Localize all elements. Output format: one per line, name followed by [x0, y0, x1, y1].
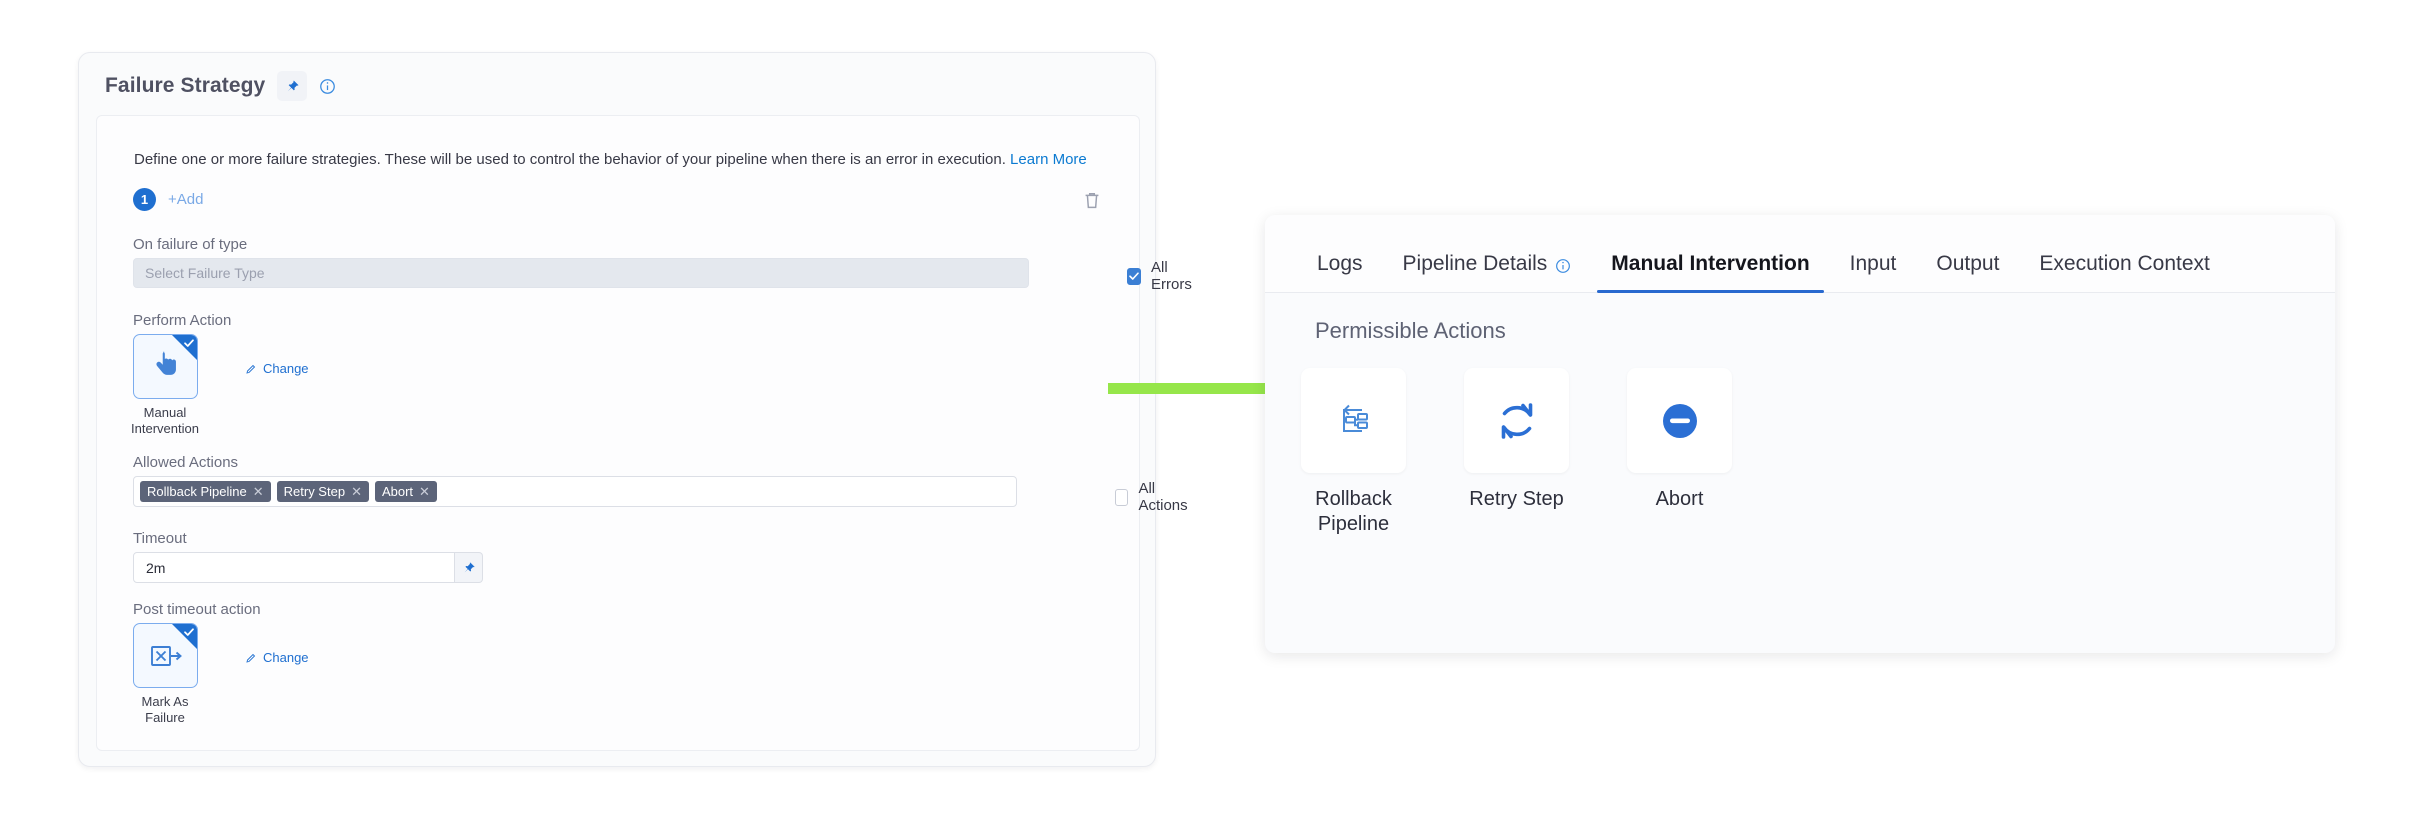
- rollback-pipeline-icon: [1342, 404, 1368, 432]
- learn-more-link[interactable]: Learn More: [1010, 151, 1087, 168]
- allowed-actions-label: Allowed Actions: [133, 454, 239, 471]
- tab-output[interactable]: Output: [1916, 252, 2019, 292]
- change-post-label: Change: [263, 650, 309, 665]
- add-strategy-row: 1 +Add: [133, 188, 203, 211]
- timeout-label: Timeout: [133, 530, 187, 547]
- card-header: Failure Strategy: [79, 53, 1155, 115]
- change-perform-action-button[interactable]: Change: [245, 361, 309, 376]
- action-icon-box[interactable]: [1627, 368, 1732, 473]
- add-strategy-button[interactable]: +Add: [168, 191, 204, 208]
- selected-corner: [172, 335, 197, 360]
- action-label: Abort: [1655, 488, 1704, 510]
- allowed-actions-input[interactable]: Rollback Pipeline ✕ Retry Step ✕ Abort ✕: [133, 476, 1017, 507]
- execution-details-card: Logs Pipeline Details Manual Interventio…: [1265, 215, 2335, 653]
- timeout-input[interactable]: 2m: [133, 552, 455, 583]
- action-retry-step[interactable]: Retry Step: [1464, 368, 1569, 537]
- tab-label: Manual Intervention: [1611, 252, 1810, 275]
- action-icon-box[interactable]: [1464, 368, 1569, 473]
- all-errors-checkbox[interactable]: [1127, 267, 1141, 285]
- timeout-field[interactable]: 2m: [133, 552, 483, 583]
- mark-as-failure-icon: [150, 645, 182, 666]
- chip-label: Retry Step: [283, 484, 346, 499]
- chip-remove-icon[interactable]: ✕: [419, 484, 430, 499]
- all-actions-checkbox-row[interactable]: All Actions: [1115, 480, 1191, 514]
- timeout-value: 2m: [146, 559, 166, 576]
- tab-bar: Logs Pipeline Details Manual Interventio…: [1265, 215, 2335, 293]
- strategy-index-badge: 1: [133, 188, 156, 211]
- tab-label: Execution Context: [2039, 252, 2210, 275]
- failure-type-select[interactable]: Select Failure Type: [133, 258, 1029, 288]
- chip-label: Rollback Pipeline: [147, 484, 247, 499]
- permissible-actions-grid: Rollback Pipeline Retry Step: [1301, 368, 1732, 537]
- pin-icon[interactable]: [277, 71, 308, 101]
- description-body: Define one or more failure strategies. T…: [134, 151, 1006, 168]
- tab-label: Pipeline Details: [1402, 252, 1548, 275]
- action-rollback-pipeline[interactable]: Rollback Pipeline: [1301, 368, 1406, 537]
- trash-icon[interactable]: [1081, 188, 1103, 212]
- tab-label: Output: [1936, 252, 2000, 275]
- perform-action-tile-label: Manual Intervention: [131, 405, 199, 437]
- all-errors-label: All Errors: [1151, 259, 1192, 293]
- tab-pipeline-details[interactable]: Pipeline Details: [1383, 252, 1592, 292]
- action-label: Retry Step: [1469, 488, 1564, 510]
- info-icon[interactable]: [319, 78, 336, 95]
- perform-action-tile[interactable]: Manual Intervention: [131, 334, 205, 438]
- selected-corner: [172, 624, 197, 649]
- change-post-timeout-button[interactable]: Change: [245, 650, 309, 665]
- timeout-pin-icon[interactable]: [455, 552, 483, 583]
- selected-check-icon: [184, 339, 194, 347]
- tab-input[interactable]: Input: [1830, 252, 1917, 292]
- all-actions-label: All Actions: [1138, 480, 1188, 514]
- action-label: Rollback Pipeline: [1315, 488, 1392, 535]
- action-icon-box[interactable]: [1301, 368, 1406, 473]
- pencil-icon: [246, 653, 256, 663]
- chip-rollback-pipeline[interactable]: Rollback Pipeline ✕: [140, 481, 271, 502]
- strategy-inner-panel: Define one or more failure strategies. T…: [96, 115, 1192, 751]
- chip-label: Abort: [381, 484, 414, 499]
- abort-minus-circle-icon: [1662, 403, 1697, 438]
- tab-execution-context[interactable]: Execution Context: [2019, 252, 2229, 292]
- on-failure-type-label: On failure of type: [133, 236, 248, 253]
- chip-retry-step[interactable]: Retry Step ✕: [276, 481, 369, 502]
- selected-check-icon: [184, 628, 194, 636]
- pencil-icon: [246, 364, 256, 374]
- chip-remove-icon[interactable]: ✕: [252, 484, 264, 499]
- tab-label: Logs: [1317, 252, 1363, 275]
- chip-remove-icon[interactable]: ✕: [351, 484, 362, 499]
- info-icon[interactable]: [1555, 256, 1571, 273]
- tab-label: Input: [1849, 252, 1897, 275]
- chip-abort[interactable]: Abort ✕: [374, 481, 437, 502]
- tab-manual-intervention[interactable]: Manual Intervention: [1591, 252, 1829, 293]
- tab-logs[interactable]: Logs: [1297, 252, 1383, 292]
- page-title: Failure Strategy: [105, 74, 266, 97]
- hand-pointer-icon: [155, 351, 176, 375]
- failure-type-placeholder: Select Failure Type: [145, 265, 265, 281]
- action-abort[interactable]: Abort: [1627, 368, 1732, 537]
- post-timeout-action-label: Post timeout action: [133, 601, 261, 618]
- description-text: Define one or more failure strategies. T…: [134, 150, 1087, 170]
- perform-action-label: Perform Action: [133, 312, 232, 329]
- all-errors-checkbox-row[interactable]: All Errors: [1127, 259, 1195, 293]
- permissible-actions-title: Permissible Actions: [1315, 318, 1506, 343]
- failure-strategy-card: Failure Strategy Define one or more fail…: [78, 52, 1192, 767]
- all-actions-checkbox[interactable]: [1115, 488, 1129, 506]
- manual-intervention-tile-box[interactable]: [133, 334, 198, 399]
- post-timeout-tile-label: Mark As Failure: [141, 694, 189, 726]
- post-timeout-action-tile[interactable]: Mark As Failure: [133, 623, 205, 727]
- mark-as-failure-tile-box[interactable]: [133, 623, 198, 688]
- change-perform-label: Change: [263, 361, 309, 376]
- retry-refresh-icon: [1501, 402, 1532, 439]
